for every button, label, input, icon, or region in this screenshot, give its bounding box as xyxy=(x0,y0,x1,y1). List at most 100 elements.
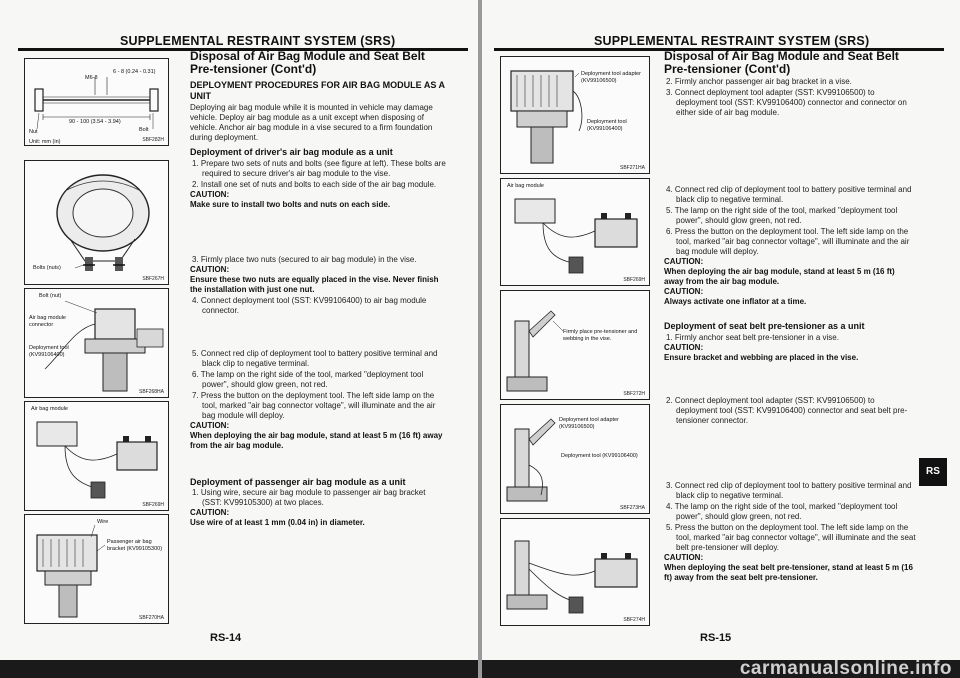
driver-step-2: 2. Install one set of nuts and bolts to … xyxy=(192,179,437,189)
label-unit: Unit: mm (in) xyxy=(29,139,61,145)
page-header: SUPPLEMENTAL RESTRAINT SYSTEM (SRS) xyxy=(594,34,870,48)
figure-pretensioner-battery: SBF274H xyxy=(500,518,650,626)
bottom-bar xyxy=(482,660,960,678)
label-deployment-tool: Deployment tool (KV99106400) xyxy=(587,119,627,132)
caution-label: CAUTION: xyxy=(190,420,230,430)
figure-code: SBF267H xyxy=(142,276,164,282)
pretensioner-step-3: 3. Connect red clip of deployment tool t… xyxy=(666,480,912,500)
unit-text: Deploying air bag module while it is mou… xyxy=(190,103,433,142)
pretensioner-vise-drawing xyxy=(506,310,564,392)
label-tool-adapter: Deployment tool adapter (KV99106500) xyxy=(581,71,641,84)
caution-label: CAUTION: xyxy=(664,257,704,266)
figure-tool-adapter: Deployment tool adapter (KV99106500) Dep… xyxy=(500,56,650,174)
watermark: carmanualsonline.info xyxy=(739,658,952,678)
caution-label: CAUTION: xyxy=(190,264,230,274)
left-page: SUPPLEMENTAL RESTRAINT SYSTEM (SRS) M6-8… xyxy=(0,0,478,678)
right-page: SUPPLEMENTAL RESTRAINT SYSTEM (SRS) Depl… xyxy=(482,0,960,678)
figure-code: SBF272H xyxy=(623,391,645,397)
pretensioner-step-4: 4. The lamp on the right side of the too… xyxy=(666,501,898,521)
figure-code: SBF269H xyxy=(623,277,645,283)
unit-heading: DEPLOYMENT PROCEDURES FOR AIR BAG MODULE… xyxy=(190,80,445,101)
section-title: Disposal of Air Bag Module and Seat Belt xyxy=(190,49,425,63)
pretensioner-heading: Deployment of seat belt pre-tensioner as… xyxy=(664,321,865,331)
figure-battery: Air bag module SBF269H xyxy=(24,401,169,511)
driver-step-1: 1. Prepare two sets of nuts and bolts (s… xyxy=(192,158,446,178)
driver-heading: Deployment of driver's air bag module as… xyxy=(190,147,393,157)
page-number: RS-15 xyxy=(700,632,732,644)
page-number: RS-14 xyxy=(210,632,242,644)
caution-text: Ensure bracket and webbing are placed in… xyxy=(664,352,859,362)
label-m6: M6-8 xyxy=(85,75,98,81)
label-air-bag-module: Air bag module xyxy=(507,183,544,189)
passenger-step-2: 2. Firmly anchor passenger air bag brack… xyxy=(666,77,852,86)
label-dim-top: 6 - 8 (0.24 - 0.31) xyxy=(113,69,156,75)
driver-step-5: 5. Connect red clip of deployment tool t… xyxy=(192,348,438,368)
right-text-column: Disposal of Air Bag Module and Seat Belt… xyxy=(664,50,916,583)
figure-bolt-dimensions: M6-8 6 - 8 (0.24 - 0.31) 90 - 100 (3.54 … xyxy=(24,58,169,146)
label-bolt: Bolt xyxy=(139,127,149,133)
vise-connector-drawing xyxy=(44,300,164,392)
driver-step-6: 6. The lamp on the right side of the too… xyxy=(192,369,424,389)
tool-adapter-drawing xyxy=(510,70,583,164)
caution-text: When deploying the air bag module, stand… xyxy=(664,267,895,286)
passenger-bracket-drawing xyxy=(36,524,106,618)
caution-label: CAUTION: xyxy=(190,508,230,517)
caution-text: Use wire of at least 1 mm (0.04 in) in d… xyxy=(190,518,365,527)
figure-code: SBF282H xyxy=(142,137,164,143)
caution-label: CAUTION: xyxy=(664,342,704,352)
pretensioner-step-2: 2. Connect deployment tool adapter (SST:… xyxy=(666,395,908,425)
figure-code: SBF274H xyxy=(623,617,645,623)
driver-step-4: 4. Connect deployment tool (SST: KV99106… xyxy=(192,295,427,315)
caution-text: When deploying the seat belt pre-tension… xyxy=(664,562,913,582)
section-title-cont: Pre-tensioner (Cont'd) xyxy=(664,62,791,76)
pretensioner-adapter-drawing xyxy=(506,418,556,502)
header-rule xyxy=(494,48,944,51)
label-nut: Nut xyxy=(29,129,38,135)
caution-text: Always activate one inflator at a time. xyxy=(664,297,807,306)
passenger-step-1: 1. Using wire, secure air bag module to … xyxy=(192,488,426,507)
book-spine xyxy=(478,0,482,678)
label-wire: Wire xyxy=(97,519,109,525)
section-title-cont: Pre-tensioner (Cont'd) xyxy=(190,62,317,76)
label-pretensioner-vise: Firmly place pre-tensioner and webbing i… xyxy=(563,329,638,342)
caution-label: CAUTION: xyxy=(664,287,704,296)
driver-step-7: 7. Press the button on the deployment to… xyxy=(192,390,436,420)
module-bolts-drawing xyxy=(56,174,150,271)
figure-code: SBF269H xyxy=(142,502,164,508)
label-bolts-nuts: Bolts (nuts) xyxy=(33,265,61,271)
page-header: SUPPLEMENTAL RESTRAINT SYSTEM (SRS) xyxy=(120,34,396,48)
caution-text: Ensure these two nuts are equally placed… xyxy=(190,274,439,294)
label-passenger-bracket: Passenger air bag bracket (KV99105300) xyxy=(107,539,163,552)
section-tab-rs[interactable]: RS xyxy=(919,458,947,486)
pretensioner-battery-drawing xyxy=(506,540,638,614)
figure-vise-connector: Bolt (nut) Air bag module connector Depl… xyxy=(24,288,169,398)
left-text-column: Disposal of Air Bag Module and Seat Belt… xyxy=(190,50,446,528)
passenger-step-6: 6. Press the button on the deployment to… xyxy=(666,227,910,256)
caution-label: CAUTION: xyxy=(190,189,230,199)
passenger-step-4: 4. Connect red clip of deployment tool t… xyxy=(666,185,912,204)
label-air-bag-module: Air bag module xyxy=(31,406,68,412)
label-dim-bottom: 90 - 100 (3.54 - 3.94) xyxy=(69,119,121,125)
figure-code: SBF271HA xyxy=(619,165,645,171)
battery-drawing xyxy=(514,198,638,274)
bolt-diagram xyxy=(34,77,159,130)
caution-text: When deploying the air bag module, stand… xyxy=(190,430,443,450)
figure-code: SBF273HA xyxy=(619,505,645,511)
caution-text: Make sure to install two bolts and nuts … xyxy=(190,199,391,209)
label-module-connector: Air bag module connector xyxy=(29,315,66,328)
section-title: Disposal of Air Bag Module and Seat Belt xyxy=(664,49,899,63)
header-rule xyxy=(18,48,468,51)
pretensioner-step-1: 1. Firmly anchor seat belt pre-tensioner… xyxy=(666,332,839,342)
figure-passenger-bracket: Wire Passenger air bag bracket (KV991053… xyxy=(24,514,169,624)
label-deployment-tool: Deployment tool (KV99106400) xyxy=(561,453,638,459)
figure-pretensioner-adapter: Deployment tool adapter (KV99106500) Dep… xyxy=(500,404,650,514)
battery-drawing xyxy=(36,421,158,499)
bottom-bar xyxy=(0,660,478,678)
label-bolt-nut: Bolt (nut) xyxy=(39,293,62,299)
figure-pretensioner-vise: Firmly place pre-tensioner and webbing i… xyxy=(500,290,650,400)
figure-battery: Air bag module SBF269H xyxy=(500,178,650,286)
passenger-heading: Deployment of passenger air bag module a… xyxy=(190,476,406,487)
label-deployment-tool: Deployment tool (KV99106400) xyxy=(29,345,69,358)
passenger-step-5: 5. The lamp on the right side of the too… xyxy=(666,206,898,225)
driver-step-3: 3. Firmly place two nuts (secured to air… xyxy=(192,254,417,264)
